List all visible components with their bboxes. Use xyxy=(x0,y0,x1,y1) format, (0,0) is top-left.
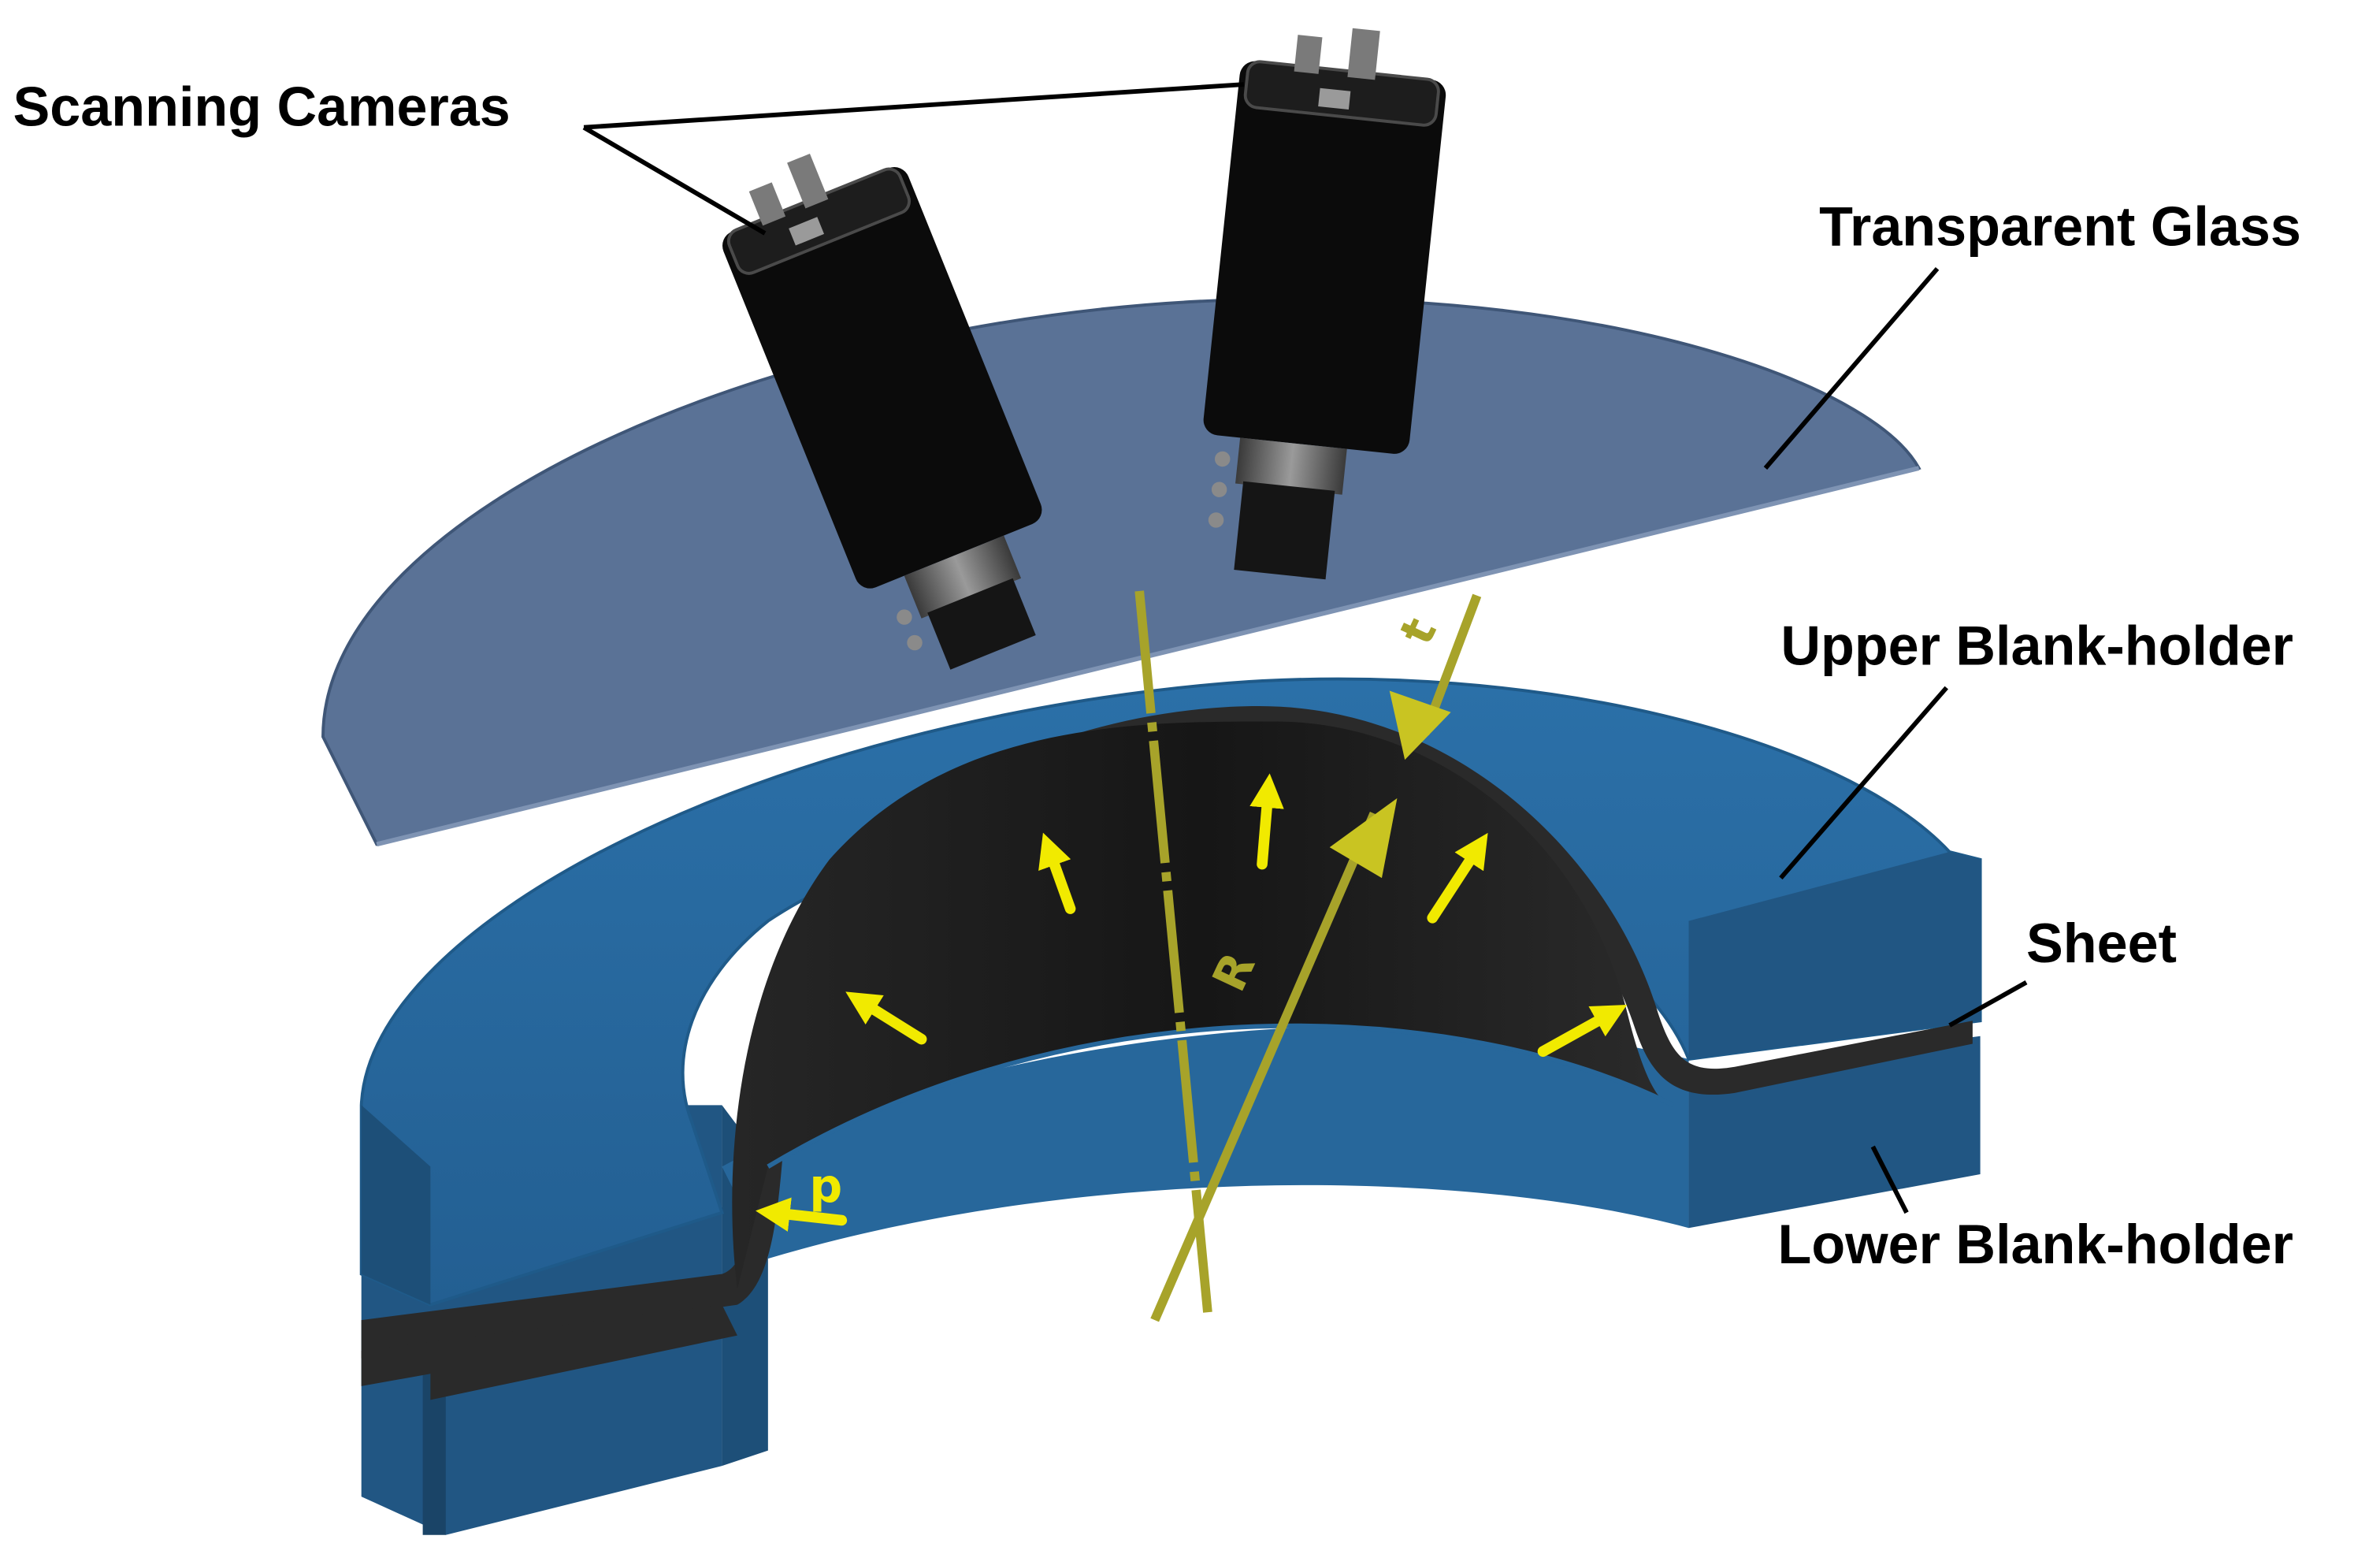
pressure-arrows xyxy=(756,773,1628,1232)
thickness-symbol: t xyxy=(1389,610,1446,653)
leader-lines xyxy=(582,82,2028,1214)
bulged-dome xyxy=(732,721,1675,1290)
label-upper-blank-holder: Upper Blank-holder xyxy=(1780,615,2293,676)
pressure-symbol: p xyxy=(809,1159,842,1213)
label-scanning-cameras: Scanning Cameras xyxy=(13,76,511,138)
label-lower-blank-holder: Lower Blank-holder xyxy=(1778,1214,2293,1275)
arrow-icon xyxy=(756,1197,848,1232)
upper-blank-holder xyxy=(359,677,1982,1307)
label-sheet: Sheet xyxy=(2026,913,2177,974)
arrow-icon xyxy=(1427,832,1488,924)
arrow-icon xyxy=(1249,773,1284,870)
camera-icon xyxy=(1203,61,1446,454)
thickness-arrowhead xyxy=(1389,690,1451,760)
sheet xyxy=(361,705,1973,1400)
radius-arrowhead xyxy=(1329,798,1398,879)
axis-line xyxy=(1134,590,1213,1321)
arrow-icon xyxy=(845,991,927,1045)
geometry-markers xyxy=(1134,590,1482,1322)
radius-line xyxy=(1150,812,1379,1322)
camera-icon xyxy=(722,167,1042,589)
arrow-icon xyxy=(1038,832,1076,914)
arrow-icon xyxy=(1537,1004,1628,1058)
scanning-camera-left xyxy=(722,153,1042,670)
scanning-camera-right xyxy=(1203,28,1446,580)
transparent-glass xyxy=(321,297,1921,847)
label-transparent-glass: Transparent Glass xyxy=(1819,196,2301,258)
